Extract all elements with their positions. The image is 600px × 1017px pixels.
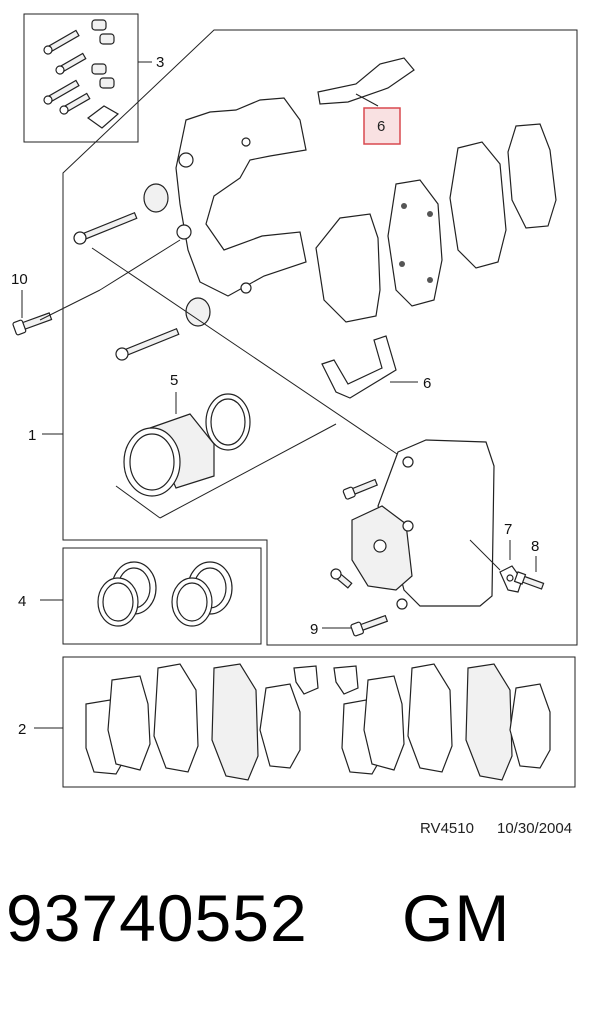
mounting-bolt-10 (12, 312, 53, 336)
part-number: 93740552 (6, 881, 308, 955)
callout-7: 7 (504, 521, 512, 538)
callout-5: 5 (170, 372, 178, 389)
kit-box-2 (62, 656, 576, 788)
brake-pad-set-right (341, 663, 551, 781)
pad-clips-center (293, 665, 359, 695)
outer-brake-pad (449, 141, 507, 269)
inner-shim (315, 213, 381, 323)
housing-bolt-upper (342, 478, 379, 500)
bleeder-valve-8 (513, 571, 545, 590)
piston-and-seals (123, 393, 251, 497)
callout-6-highlight-box (363, 107, 401, 145)
callout-10: 10 (11, 271, 28, 288)
reference-code: RV4510 (420, 820, 474, 837)
callout-8: 8 (531, 538, 539, 555)
guide-pin-upper (73, 183, 169, 245)
anti-rattle-clip-upper (317, 57, 415, 105)
guide-pin-lower (115, 297, 211, 361)
kit-box-3 (23, 13, 139, 143)
anti-rattle-clip-lower (321, 335, 397, 399)
housing-bolt-lower-9 (350, 614, 389, 637)
caliper-bracket (175, 97, 307, 297)
brand-name: GM (402, 881, 511, 955)
guide-pin-kit (43, 19, 120, 129)
callout-6-highlighted: 6 (377, 118, 385, 135)
inner-brake-pad (387, 179, 443, 307)
reference-date: 10/30/2004 (497, 820, 573, 837)
seal-kit (97, 561, 233, 627)
brake-hose-fitting-7 (499, 565, 523, 593)
drawing-reference: RV4510 10/30/2004 (0, 820, 600, 840)
callout-4: 4 (18, 593, 26, 610)
brake-caliper-exploded-diagram: 3 10 1 (11, 13, 578, 788)
brake-pad-set-left (85, 663, 301, 781)
callout-1: 1 (28, 427, 36, 444)
kit-box-4 (62, 547, 262, 645)
callout-9: 9 (310, 621, 318, 638)
outer-shim (507, 123, 557, 229)
callout-2: 2 (18, 721, 26, 738)
main-assembly-frame (62, 29, 578, 646)
callout-3: 3 (156, 54, 164, 71)
bleeder-screw (330, 568, 353, 589)
caliper-housing (351, 439, 495, 610)
callout-6: 6 (423, 375, 431, 392)
